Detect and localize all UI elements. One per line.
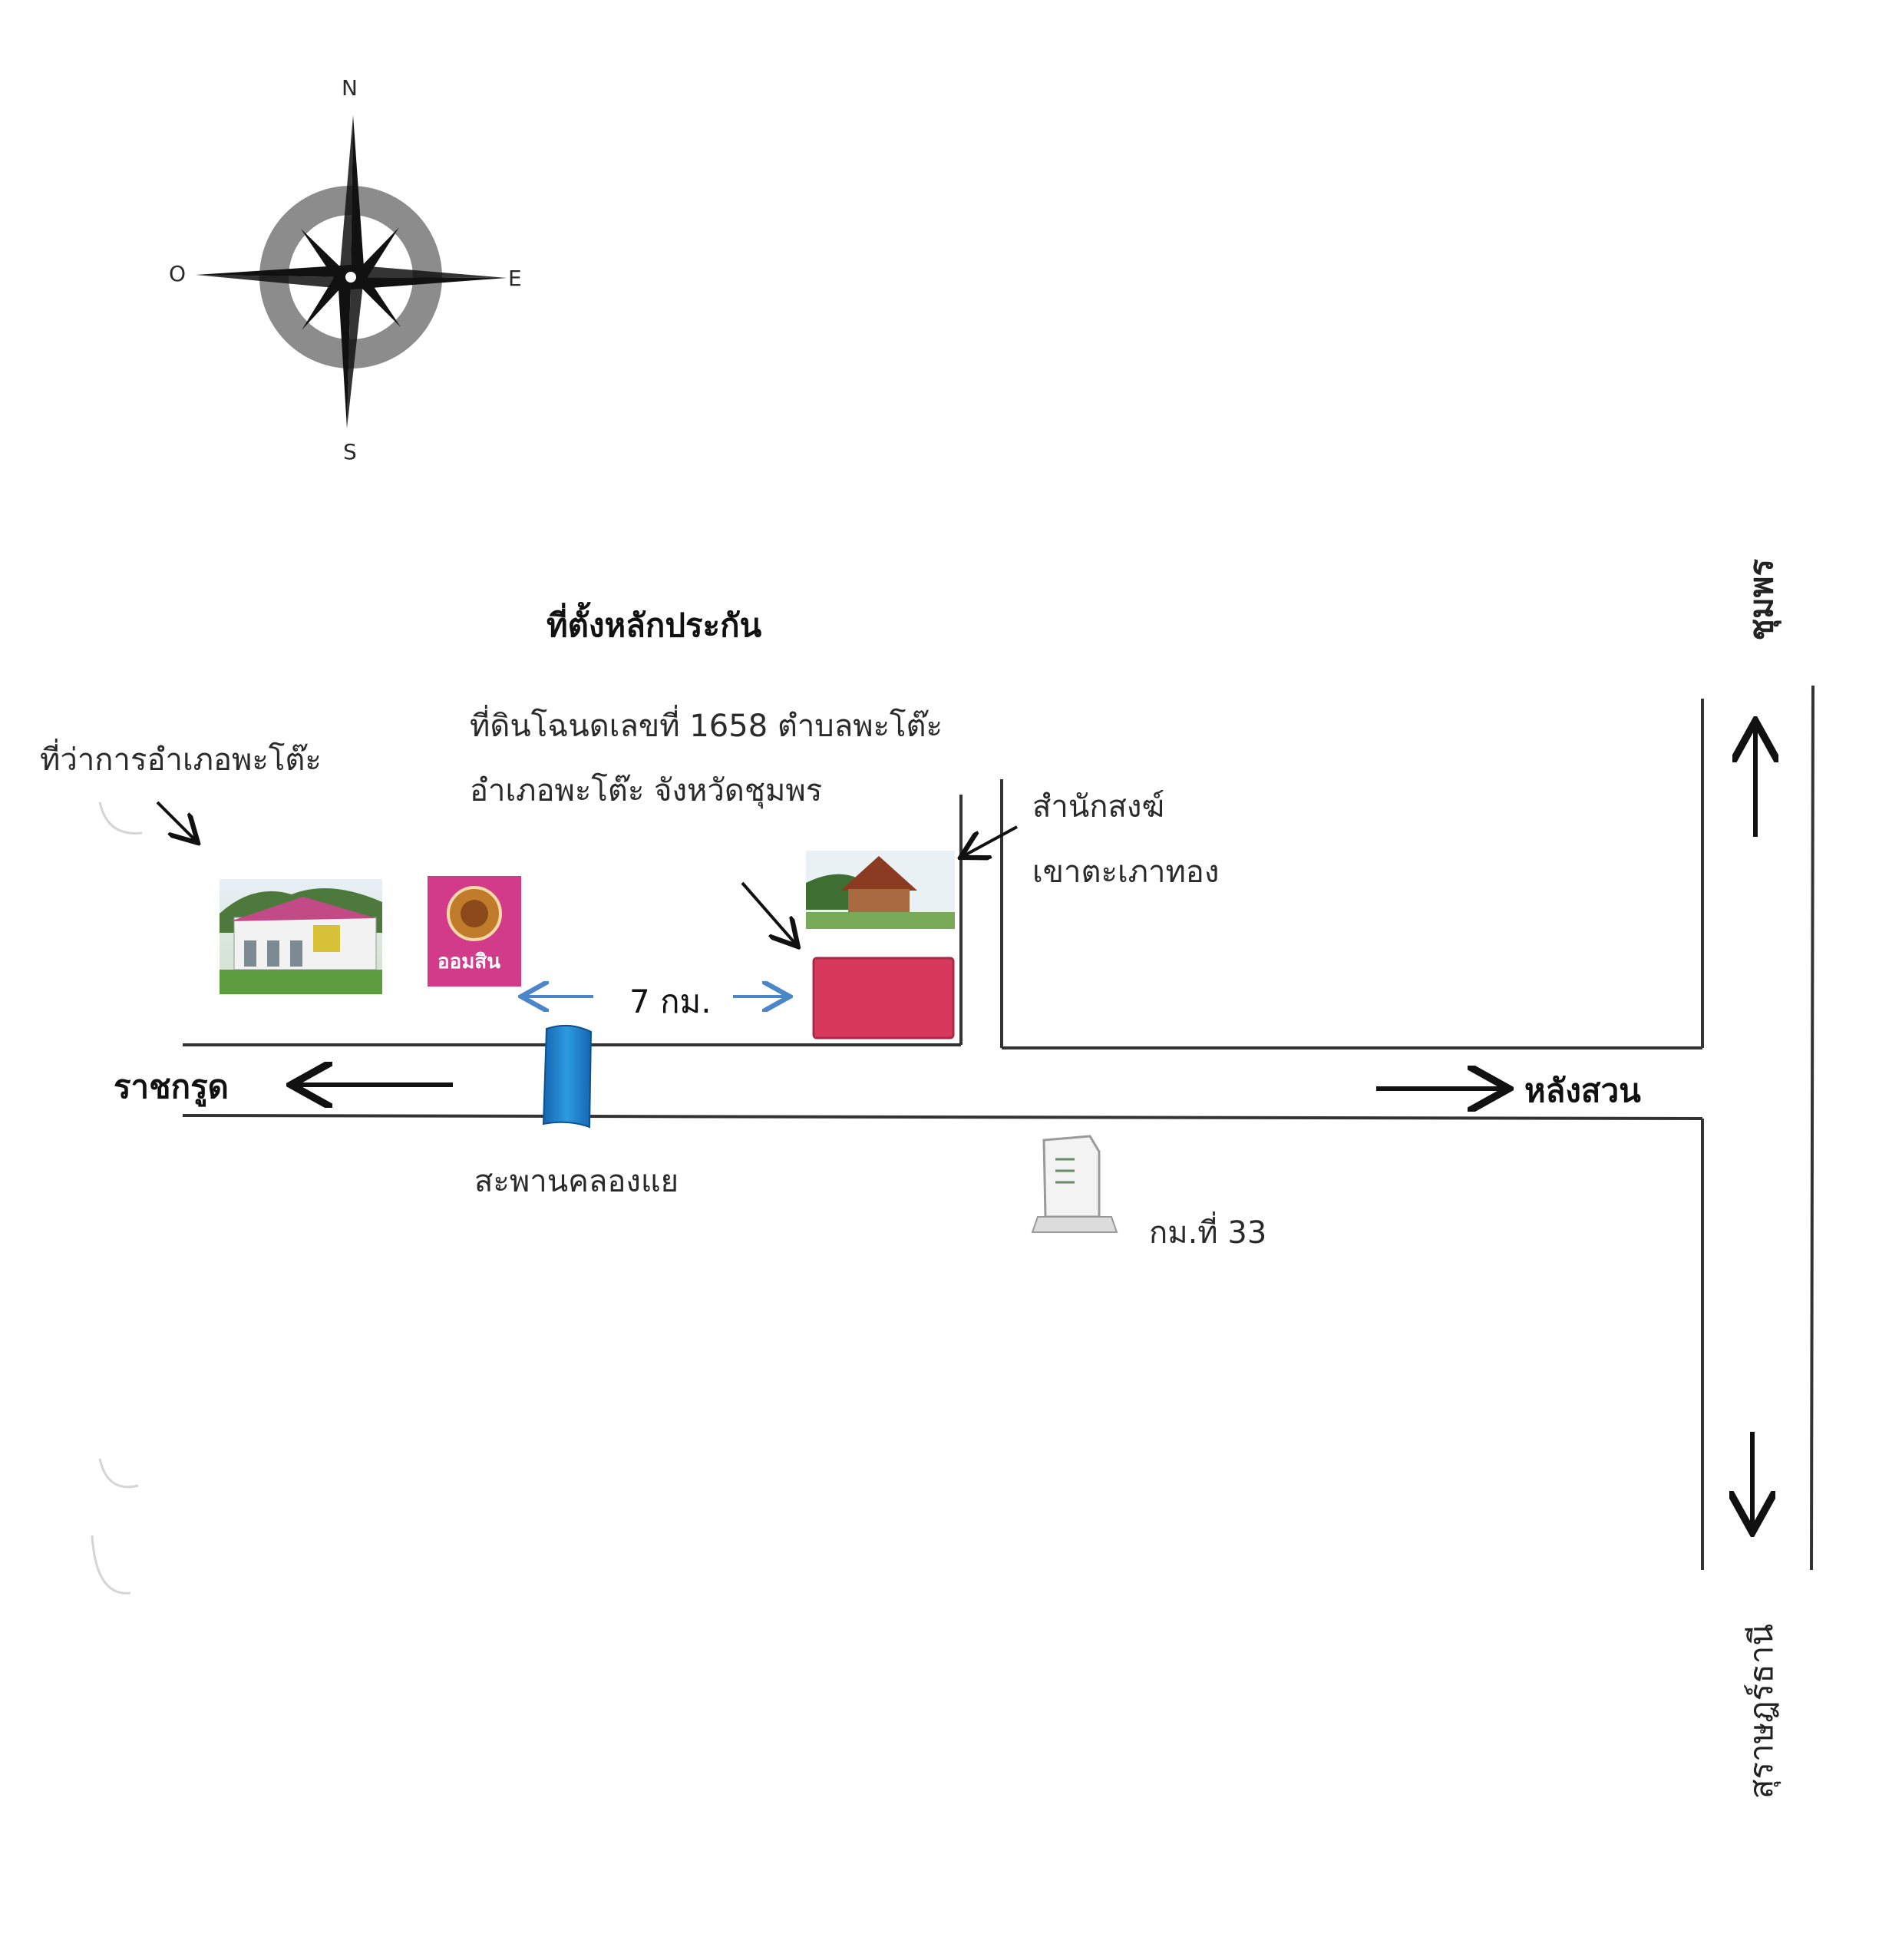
km-marker-icon (1031, 1135, 1118, 1233)
highway-east-edge (1810, 685, 1814, 1571)
property-line-1: ที่ดินโฉนดเลขที่ 1658 ตำบลพะโต๊ะ (470, 709, 943, 744)
bank-logo-text: ออมสิน (438, 950, 501, 973)
direction-arrows (156, 725, 1755, 1528)
compass-point-south-light (347, 277, 364, 428)
distance-label: 7 กม. (629, 983, 712, 1020)
pointer-district-office (156, 801, 196, 841)
compass-rose (196, 115, 507, 428)
map-title: ที่ตั้งหลักประกัน (546, 607, 762, 644)
direction-label-west: ราชกรูด (114, 1068, 229, 1106)
direction-label-south: สุราษฎร์ธานี (1742, 1624, 1780, 1800)
compass-point-north-light (339, 115, 353, 277)
property-marker (812, 957, 955, 1039)
compass-label-north: N (342, 75, 358, 101)
temple-photo (806, 851, 955, 929)
compass-point-east-light (351, 265, 507, 278)
compass-point-west-light (196, 275, 351, 289)
roads (182, 685, 1814, 1571)
pointer-property (741, 881, 796, 944)
compass-point-south (338, 277, 351, 428)
temple-label-line-1: สำนักสงฆ์ (1032, 789, 1165, 825)
district-office-label: ที่ว่าการอำเภอพะโต๊ะ (40, 742, 322, 778)
compass-point-north (351, 115, 365, 277)
property-line-2: อำเภอพะโต๊ะ จังหวัดชุมพร (470, 773, 823, 808)
direction-label-east: หลังสวน (1524, 1072, 1641, 1109)
main-road-south-edge (182, 1114, 1703, 1120)
compass-point-west (196, 265, 351, 277)
compass-label-south: S (343, 439, 357, 464)
bridge-icon (542, 1024, 593, 1129)
pointer-temple (963, 825, 1018, 856)
bank-logo (428, 876, 521, 987)
district-office-photo (220, 879, 382, 994)
bridge-label: สะพานคลองแย (474, 1164, 679, 1199)
km-marker-label: กม.ที่ 33 (1149, 1215, 1267, 1251)
compass-label-west: O (169, 261, 187, 286)
direction-label-north: ชุมพร (1742, 559, 1780, 641)
compass-label-east: E (508, 266, 522, 291)
punch-holes (91, 802, 143, 1595)
compass-point-east (351, 277, 507, 289)
temple-label-line-2: เขาตะเภาทอง (1032, 854, 1220, 890)
